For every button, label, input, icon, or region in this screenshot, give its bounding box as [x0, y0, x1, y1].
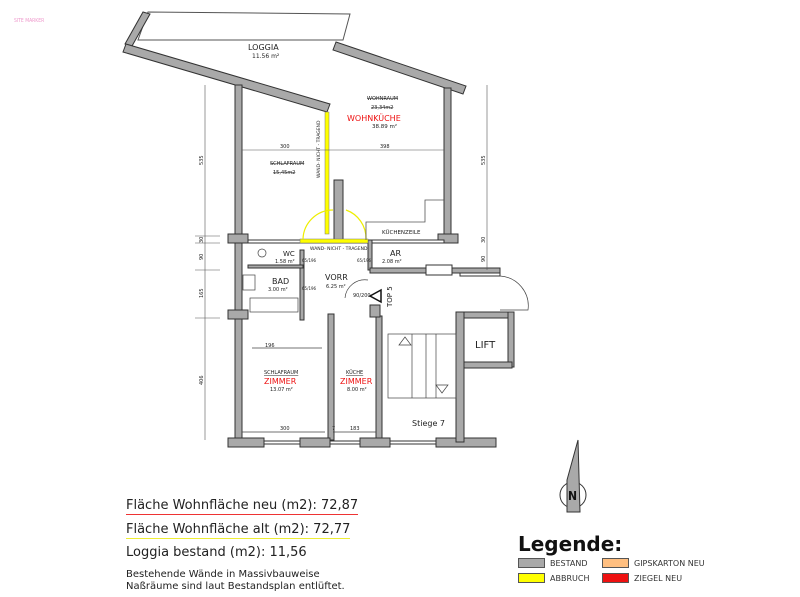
kitchen-slanted-wall — [332, 41, 467, 95]
dim-183: 183 — [350, 426, 360, 432]
area-new: Fläche Wohnfläche neu (m2): 72,87 — [126, 498, 359, 515]
swatch — [518, 573, 545, 583]
dim-398: 398 — [380, 144, 390, 150]
walls — [122, 11, 515, 448]
legend-label: ZIEGEL NEU — [634, 573, 683, 583]
demolish-wall-2 — [299, 238, 369, 244]
wand-label-1: WAND- NICHT - TRAGEND — [316, 120, 322, 178]
watermark: SITE MARKER — [14, 18, 45, 24]
swatch — [602, 573, 629, 583]
lift-label: LIFT — [475, 340, 496, 351]
dim-90-right: 90 — [481, 256, 487, 262]
dim-535-left: 535 — [199, 155, 205, 165]
legend-label: GIPSKARTON NEU — [634, 558, 705, 568]
staircase — [242, 275, 529, 433]
loggia-wall — [122, 43, 331, 113]
dim-30-right: 30 — [481, 237, 487, 243]
dim-165: 165 — [199, 288, 205, 298]
door-size-wc: 65/196 — [302, 258, 317, 263]
compass-label: N — [568, 489, 577, 503]
door-entry-size: 90/200 — [353, 293, 371, 299]
door-size-ar: 65/196 — [357, 258, 372, 263]
bad-label: BAD — [272, 277, 289, 286]
demolish-wall-1 — [324, 111, 330, 235]
wand-label-2: WAND- NICHT - TRAGEND — [310, 246, 368, 252]
fixtures — [242, 248, 299, 313]
dim-300b: 300 — [280, 426, 290, 432]
zimmer1-old-label: SCHLAFRAUM — [264, 370, 298, 376]
legend-item-ziegel: ZIEGEL NEU — [602, 573, 682, 583]
zimmer2-label: ZIMMER — [340, 377, 373, 386]
wohnkueche-area: 38.89 m² — [372, 123, 397, 130]
zimmer1-label: ZIMMER — [264, 377, 297, 386]
zimmer2-area: 8.00 m² — [347, 387, 367, 393]
wc-area: 1.58 m² — [275, 259, 295, 265]
ar-label: AR — [390, 249, 401, 258]
legend-title: Legende: — [518, 532, 623, 556]
legend-item-gipskarton: GIPSKARTON NEU — [602, 558, 705, 568]
right-outer-wall — [443, 87, 452, 239]
bad-area: 3.00 m² — [268, 287, 288, 293]
ar-area: 2.08 m² — [382, 259, 402, 265]
dim-300a: 300 — [280, 144, 290, 150]
dim-90-left: 90 — [199, 254, 205, 260]
door-size-bad: 65/196 — [302, 286, 317, 291]
schlafraum-old-area: 15,45m2 — [273, 170, 295, 176]
wohnraum-old-label: WOHNRAUM — [367, 96, 398, 102]
chimney — [333, 179, 344, 243]
legend: Legende: BESTAND ABBRUCH GIPSKARTON NEU … — [518, 532, 705, 583]
wohnkueche-label: WOHNKÜCHE — [347, 113, 401, 123]
wc-label: WC — [283, 250, 295, 258]
notes: Bestehende Wände in Massivbauweise Naßrä… — [126, 569, 345, 593]
dim-406: 406 — [199, 375, 205, 385]
kuechenzeile-label: KÜCHENZEILE — [382, 229, 421, 236]
dim-7: 7 — [332, 426, 335, 432]
wohnraum-old-area: 23,34m2 — [371, 105, 393, 111]
area-old: Fläche Wohnfläche alt (m2): 72,77 — [126, 522, 351, 539]
schlafraum-old-label: SCHLAFRAUM — [270, 161, 304, 167]
legend-label: BESTAND — [550, 558, 588, 568]
dim-196: 196 — [265, 343, 275, 349]
loggia-label: LOGGIA — [248, 43, 279, 52]
loggia-area-summary: Loggia bestand (m2): 11,56 — [126, 545, 307, 560]
zimmer2-old-label: KÜCHE — [346, 369, 363, 376]
legend-item-abbruch: ABBRUCH — [518, 573, 589, 583]
vorr-label: VORR — [325, 273, 348, 282]
dim-30-left: 30 — [199, 237, 205, 243]
legend-item-bestand: BESTAND — [518, 558, 588, 568]
top-label: TOP 5 — [386, 286, 394, 308]
note-walls: Bestehende Wände in Massivbauweise — [126, 569, 320, 580]
legend-label: ABBRUCH — [550, 573, 590, 583]
dim-535-right: 535 — [481, 155, 487, 165]
swatch — [602, 558, 629, 568]
left-outer-wall — [234, 84, 243, 446]
note-ventilation: Naßräume sind laut Bestandsplan entlüfte… — [126, 581, 345, 592]
zimmer1-area: 13.07 m² — [270, 387, 293, 393]
loggia-area: 11.56 m² — [252, 53, 280, 60]
stiege-label: Stiege 7 — [412, 419, 445, 428]
swatch — [518, 558, 545, 568]
vorr-area: 6.25 m² — [326, 284, 346, 290]
compass-north-arrow: N — [559, 439, 587, 513]
